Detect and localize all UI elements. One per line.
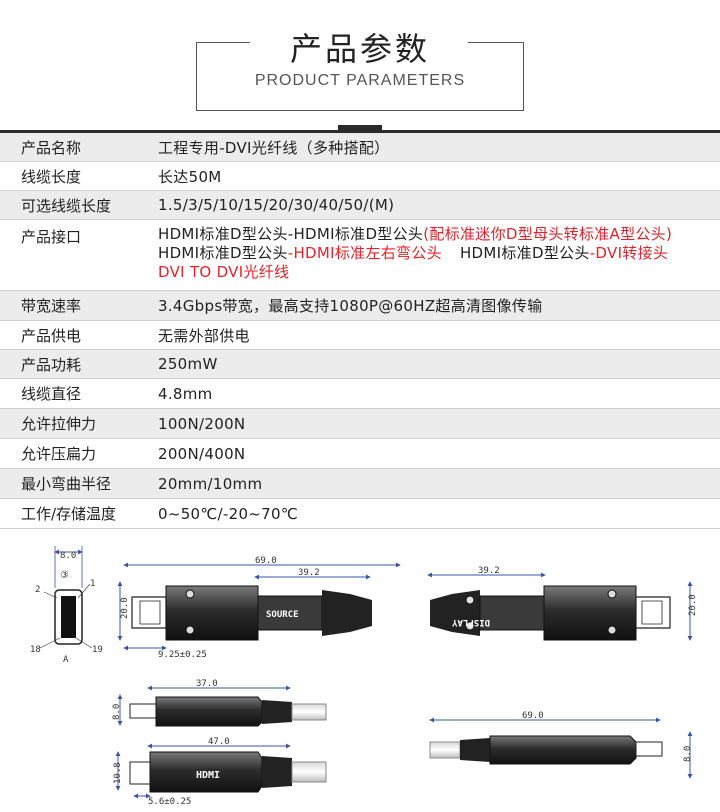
param-value: 长达50M <box>158 167 222 186</box>
pin-1-label: 1 <box>90 579 95 589</box>
pin-width-label: 8.0 <box>60 551 76 561</box>
side-c-height-label: 8.0 <box>683 746 693 762</box>
header-rule <box>0 130 720 133</box>
table-row: 产品接口 HDMI标准D型公头-HDMI标准D型公头(配标准迷你D型母头转标准A… <box>0 220 720 291</box>
param-key: 产品功耗 <box>21 355 82 374</box>
table-row: 允许压扁力 200N/400N <box>0 439 720 469</box>
param-value: 3.4Gbps带宽，最高支持1080P@60HZ超高清图像传输 <box>158 297 543 315</box>
interface-line-1: HDMI标准D型公头-HDMI标准D型公头(配标准迷你D型母头转标准A型公头) <box>158 225 672 244</box>
pin-19-label: 19 <box>92 645 103 655</box>
pin-circled-label: ③ <box>60 570 69 581</box>
param-key: 产品名称 <box>21 138 82 157</box>
param-value: 0~50℃/-20~70℃ <box>158 504 298 523</box>
param-key: 产品接口 <box>21 228 82 246</box>
drawings-svg: 8.0 ③ 2 1 18 19 A 69.0 39.2 20.0 SOURCE … <box>30 546 698 807</box>
param-value: 4.8mm <box>158 384 213 403</box>
param-key: 带宽速率 <box>21 297 82 315</box>
table-row: 产品供电 无需外部供电 <box>0 321 720 350</box>
source-label: SOURCE <box>266 610 299 620</box>
param-key: 工作/存储温度 <box>21 505 117 523</box>
side-b-length-label: 47.0 <box>208 737 230 747</box>
source-height-label: 20.0 <box>120 597 130 619</box>
pin-18-label: 18 <box>30 645 41 655</box>
table-row: 产品功耗 250mW <box>0 350 720 379</box>
param-key: 产品供电 <box>21 326 82 345</box>
display-label: DISPLAY <box>451 617 490 627</box>
table-row: 可选线缆长度 1.5/3/5/10/15/20/30/40/50/(M) <box>0 191 720 220</box>
source-body-label: 39.2 <box>298 568 320 578</box>
table-row: 允许拉伸力 100N/200N <box>0 409 720 439</box>
param-value: 1.5/3/5/10/15/20/30/40/50/(M) <box>158 196 395 214</box>
display-height-label: 20.0 <box>688 594 698 616</box>
table-row: 工作/存储温度 0~50℃/-20~70℃ <box>0 499 720 529</box>
page-subtitle: PRODUCT PARAMETERS <box>254 72 466 89</box>
table-row: 带宽速率 3.4Gbps带宽，最高支持1080P@60HZ超高清图像传输 <box>0 291 720 321</box>
table-row: 最小弯曲半径 20mm/10mm <box>0 469 720 499</box>
side-c-length-label: 69.0 <box>522 711 544 721</box>
param-value: 20mm/10mm <box>158 474 263 493</box>
rule-tab <box>338 125 382 131</box>
table-row: 线缆长度 长达50M <box>0 162 720 191</box>
side-a-height-label: 8.0 <box>112 704 122 720</box>
param-key: 允许拉伸力 <box>21 415 97 433</box>
interface-text: HDMI标准D型公头-HDMI标准D型公头 <box>158 225 424 243</box>
param-key: 线缆长度 <box>21 167 82 186</box>
technical-drawings: 8.0 ③ 2 1 18 19 A 69.0 39.2 20.0 SOURCE … <box>0 538 720 808</box>
side-view-b: 47.0 10.8 HDMI 5.6±0.25 <box>113 737 327 807</box>
param-value: 250mW <box>158 355 218 373</box>
interface-note: -HDMI标准左右弯公头 <box>287 244 442 262</box>
param-key: 最小弯曲半径 <box>21 475 112 493</box>
source-connector-drawing: 69.0 39.2 20.0 SOURCE 9.25±0.25 <box>117 556 401 660</box>
title-frame <box>196 42 524 111</box>
side-b-tip-label: 5.6±0.25 <box>148 797 191 807</box>
source-tip-label: 9.25±0.25 <box>158 650 207 660</box>
side-a-length-label: 37.0 <box>196 679 218 689</box>
param-key: 线缆直径 <box>21 385 82 403</box>
interface-note: (配标准迷你D型母头转标准A型公头) <box>423 225 673 243</box>
interface-line-3: DVI TO DVI光纤线 <box>158 263 290 281</box>
table-row: 线缆直径 4.8mm <box>0 379 720 409</box>
side-b-label: HDMI <box>196 770 220 781</box>
display-body-label: 39.2 <box>478 566 500 576</box>
pin-a-label: A <box>63 655 69 665</box>
table-row: 产品名称 工程专用-DVI光纤线（多种搭配） <box>0 133 720 162</box>
side-view-a: 37.0 8.0 <box>112 679 327 727</box>
interface-text: HDMI标准D型公头 <box>459 244 590 262</box>
pin-2-label: 2 <box>35 585 40 595</box>
section-header: 产品参数 PRODUCT PARAMETERS <box>0 0 720 133</box>
interface-text: HDMI标准D型公头 <box>158 244 288 262</box>
param-value-interfaces: HDMI标准D型公头-HDMI标准D型公头(配标准迷你D型母头转标准A型公头) … <box>158 220 672 295</box>
param-value: 无需外部供电 <box>158 326 250 345</box>
interface-note: -DVI转接头 <box>589 244 669 262</box>
display-connector-drawing: 39.2 20.0 DISPLAY <box>427 566 698 641</box>
source-length-label: 69.0 <box>255 556 277 566</box>
param-value: 200N/400N <box>158 444 246 463</box>
param-key: 允许压扁力 <box>21 445 97 463</box>
frame-top-right <box>468 42 523 43</box>
param-value: 100N/200N <box>158 414 246 433</box>
side-b-height-label: 10.8 <box>113 762 123 784</box>
parameter-table: 产品名称 工程专用-DVI光纤线（多种搭配） 线缆长度 长达50M 可选线缆长度… <box>0 133 720 529</box>
param-key: 可选线缆长度 <box>21 196 112 215</box>
page-title: 产品参数 <box>289 30 430 68</box>
param-value: 工程专用-DVI光纤线（多种搭配） <box>158 138 390 157</box>
pinout-diagram: 8.0 ③ 2 1 18 19 A <box>30 546 103 665</box>
side-view-c: 69.0 8.0 <box>429 711 693 779</box>
frame-top-left <box>196 42 250 43</box>
